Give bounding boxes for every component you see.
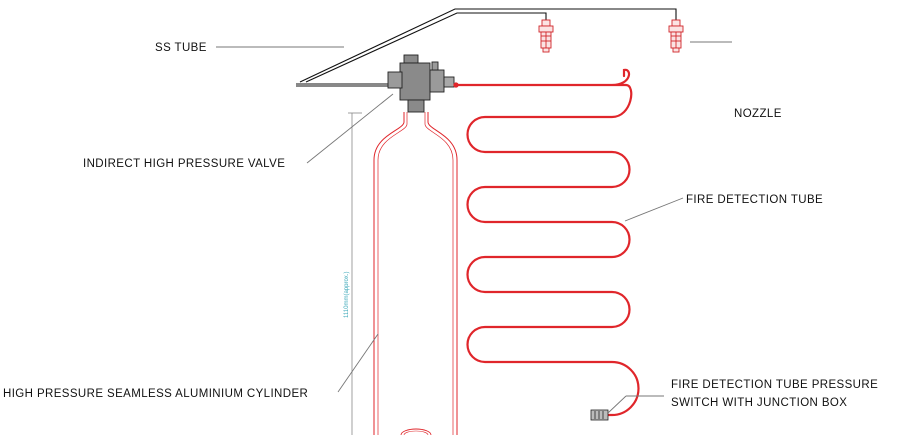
pressure-switch-label-line1: FIRE DETECTION TUBE PRESSURE xyxy=(671,379,878,391)
nozzle-right xyxy=(668,19,684,53)
nozzle-left xyxy=(538,19,554,53)
dimension-label: 1110mm(approx.) xyxy=(344,272,350,318)
fire-detection-tube-label: FIRE DETECTION TUBE xyxy=(686,194,823,206)
pressure-switch-label-line2: SWITCH WITH JUNCTION BOX xyxy=(671,397,847,409)
cylinder-label: HIGH PRESSURE SEAMLESS ALUMINIUM CYLINDE… xyxy=(3,388,308,400)
indirect-high-pressure-valve xyxy=(387,54,459,113)
ss-tube xyxy=(296,8,677,87)
height-dimension xyxy=(348,112,362,435)
nozzle-label: NOZZLE xyxy=(734,108,782,120)
aluminium-cylinder xyxy=(373,112,458,435)
valve-label: INDIRECT HIGH PRESSURE VALVE xyxy=(83,158,285,170)
leader-lines xyxy=(216,41,732,414)
fire-detection-tube xyxy=(453,68,640,417)
pressure-switch-junction-box xyxy=(590,409,609,421)
ss-tube-label: SS TUBE xyxy=(155,42,207,54)
